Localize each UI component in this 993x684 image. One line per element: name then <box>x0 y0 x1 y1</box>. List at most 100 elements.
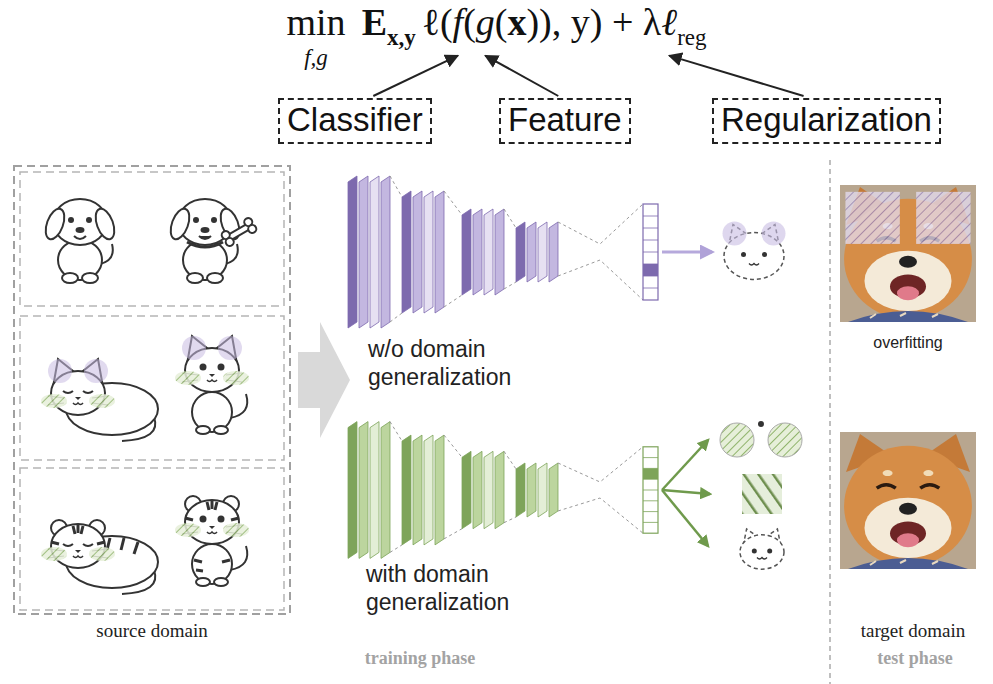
term-label: Feature <box>508 101 622 139</box>
dog-drawing <box>42 199 118 283</box>
bone <box>220 217 257 248</box>
formula-part: f,g <box>304 46 328 69</box>
conv-layer <box>381 422 390 559</box>
dog-tongue <box>897 286 919 300</box>
eye <box>63 544 73 546</box>
eye <box>218 516 225 523</box>
attention-patch <box>916 192 970 244</box>
head <box>51 524 105 568</box>
formula: minf,gEx,yℓ(f(g(x)), y) + λℓreg <box>0 0 993 69</box>
dog-photo <box>840 432 976 569</box>
conv-layer <box>435 435 444 545</box>
conv-layer <box>402 435 411 545</box>
leader-arrow <box>485 56 558 96</box>
network <box>348 176 658 328</box>
texture-patch <box>89 547 115 561</box>
texture-patch <box>223 371 249 385</box>
cat-face-icon <box>723 222 786 280</box>
formula-part: ℓ( <box>422 0 453 46</box>
term-box: Classifier <box>278 98 432 144</box>
conv-layer <box>495 209 504 295</box>
paw <box>214 578 228 586</box>
term-label: Classifier <box>287 101 423 139</box>
nose <box>209 374 215 377</box>
source-frame <box>14 166 290 614</box>
dog-drawing <box>167 199 258 283</box>
layer-link <box>504 517 516 523</box>
cell-line <box>643 522 658 523</box>
output-arrow <box>662 490 710 494</box>
eye <box>218 364 225 371</box>
cell-line <box>643 240 658 241</box>
nose <box>75 397 81 400</box>
layer-link <box>444 295 462 307</box>
stripe <box>121 538 124 550</box>
stripe <box>196 570 203 571</box>
leader-arrow <box>669 56 803 96</box>
conv-layer <box>359 422 368 559</box>
mouth <box>207 380 217 382</box>
mouth <box>749 264 759 266</box>
bone-knob <box>247 224 258 235</box>
feature-cell <box>643 264 658 276</box>
dog-ear <box>42 206 68 242</box>
dog-paw <box>62 273 78 283</box>
conv-layer <box>484 451 493 528</box>
dog-eye <box>877 485 896 489</box>
mouth <box>207 532 217 534</box>
bone-knob <box>224 237 235 248</box>
cell-line <box>643 500 658 501</box>
cell-line <box>643 252 658 253</box>
funnel <box>558 260 643 300</box>
term-box: Regularization <box>712 98 941 144</box>
eye <box>762 252 767 257</box>
funnel <box>558 498 643 533</box>
nose <box>209 526 215 529</box>
body <box>192 392 232 432</box>
stripe <box>222 560 230 562</box>
eye <box>741 252 746 257</box>
dog-collar <box>187 242 223 247</box>
tiger-drawing <box>175 496 249 586</box>
stripe <box>185 518 193 520</box>
dog-nose <box>899 503 917 515</box>
layer-link <box>390 545 402 553</box>
conv-layer <box>527 463 536 517</box>
eye <box>83 391 93 393</box>
formula-part: )), y) + λ <box>526 0 661 46</box>
conv-layer <box>473 209 482 295</box>
cell-line <box>643 468 658 469</box>
mouth <box>73 556 83 558</box>
formula-part: x,y <box>387 24 416 52</box>
conv-layer <box>549 222 558 282</box>
texture-square <box>742 474 782 514</box>
output-arrow <box>662 490 708 546</box>
dog-mouth <box>74 236 86 239</box>
attention-spot <box>218 336 242 360</box>
conv-layer <box>462 451 471 528</box>
eye <box>767 548 772 553</box>
conv-layer <box>549 463 558 517</box>
dog-nose <box>201 227 210 233</box>
conv-layer <box>527 222 536 282</box>
formula-part: f <box>453 0 464 46</box>
layer-link <box>504 282 516 289</box>
term-box: Feature <box>499 98 631 144</box>
stripe <box>211 500 214 509</box>
attention-patch <box>845 192 899 244</box>
domain-caption: target domain <box>861 620 966 643</box>
layer-link <box>390 176 402 197</box>
dog-paw <box>187 273 203 283</box>
term-label: Regularization <box>721 101 932 139</box>
dog-ear <box>92 206 118 242</box>
layer-link <box>444 529 462 539</box>
mouth <box>757 558 767 560</box>
eye <box>200 364 207 371</box>
result-caption: overfitting <box>873 333 942 352</box>
conv-layer <box>413 191 422 313</box>
output-arrow <box>662 251 712 254</box>
conv-layer <box>538 222 547 282</box>
dog-eye <box>920 485 939 489</box>
stripe <box>134 542 138 554</box>
layer-link <box>444 191 462 215</box>
